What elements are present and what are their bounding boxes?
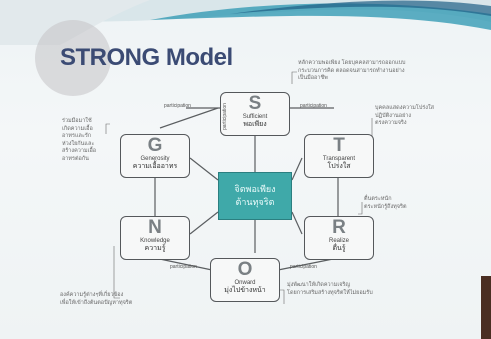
node-english: Realize <box>328 238 349 244</box>
note-line: เป็นมืออาชีพ <box>298 75 328 81</box>
node-n: N Knowledge ความรู้ <box>120 216 190 260</box>
node-s: S Sufficient พอเพียง <box>220 92 290 136</box>
node-thai: มุ่งไปข้างหน้า <box>224 287 266 294</box>
note-line: ปฏิบัติงานอย่าง <box>375 112 412 119</box>
edge-label: participation <box>300 103 327 109</box>
note-line: ตื่นตระหนัก <box>364 196 392 202</box>
slide-title: STRONG Model <box>60 44 233 71</box>
frame-edge <box>481 276 491 339</box>
note-line: กระบวนการคิด ตลอดจนสามารถทำงานอย่าง <box>298 67 405 74</box>
note-line: ตรงความจริง <box>375 120 407 126</box>
node-thai: ความรู้ <box>144 245 166 252</box>
node-english: Knowledge <box>140 238 170 244</box>
node-english: Onward <box>234 280 256 286</box>
note-line: สร้างความเอื้อ <box>62 148 97 154</box>
node-letter: T <box>333 135 345 156</box>
note-line: โดยการเสริมสร้างทุจริตให้ไม่ยอมรับ <box>287 289 373 296</box>
node-thai: ตื่นรู้ <box>332 245 346 252</box>
node-thai: ความเอื้ออาทร <box>132 163 178 170</box>
note-line: ร่วมมือมาใช้ <box>62 118 92 124</box>
note-line: ห่วงใยกันและ <box>62 140 95 147</box>
node-letter: G <box>147 135 163 156</box>
node-english: Sufficient <box>242 114 268 120</box>
node-english: Generosity <box>140 156 170 162</box>
note-line: บุคคลแสดงความโปร่งใส <box>375 105 434 111</box>
node-thai: โปร่งใส <box>327 163 351 170</box>
note-line: มุ่งพัฒนาให้เกิดความเจริญ <box>287 282 351 288</box>
edge-label: participation <box>290 264 317 270</box>
edge-label: participation <box>170 264 197 270</box>
node-letter: N <box>148 217 162 238</box>
center-line-1: จิตพอเพียง <box>234 184 276 194</box>
edge-label: participation <box>164 103 191 109</box>
node-g: G Generosity ความเอื้ออาทร <box>120 134 190 178</box>
note-g: ร่วมมือมาใช้ เกิดความเอื้อ อาทรและรัก ห่… <box>62 118 114 163</box>
note-line: องค์ความรู้ต่างๆที่เกี่ยวข้อง <box>60 292 124 298</box>
node-thai: พอเพียง <box>243 121 267 128</box>
node-o: O Onward มุ่งไปข้างหน้า <box>210 258 280 302</box>
note-t: บุคคลแสดงความโปร่งใส ปฏิบัติงานอย่าง ตรง… <box>375 105 455 128</box>
note-n: องค์ความรู้ต่างๆที่เกี่ยวข้อง เพื่อให้เข… <box>60 292 210 307</box>
node-letter: R <box>332 217 346 238</box>
note-line: ตระหนักรู้ถึงทุจริต <box>364 203 407 210</box>
node-r: R Realize ตื่นรู้ <box>304 216 374 260</box>
note-line: เพื่อให้เข้าถึงต้นตอปัญหาทุจริต <box>60 299 133 306</box>
node-english: Transparent <box>322 156 356 162</box>
note-o: มุ่งพัฒนาให้เกิดความเจริญ โดยการเสริมสร้… <box>287 282 427 297</box>
note-r: ตื่นตระหนัก ตระหนักรู้ถึงทุจริต <box>364 196 444 211</box>
edge-label: participation <box>222 103 228 130</box>
note-line: หลักความพอเพียง โดยบุคคลสามารถออกแบบ <box>298 60 406 66</box>
node-letter: S <box>248 93 262 114</box>
center-node: จิตพอเพียง ต้านทุจริต <box>218 172 292 220</box>
node-letter: O <box>237 259 253 280</box>
node-t: T Transparent โปร่งใส <box>304 134 374 178</box>
note-line: อาทรต่อกัน <box>62 155 89 162</box>
center-line-2: ต้านทุจริต <box>235 197 275 207</box>
note-s: หลักความพอเพียง โดยบุคคลสามารถออกแบบ กระ… <box>298 60 438 83</box>
note-line: เกิดความเอื้อ <box>62 125 93 132</box>
note-line: อาทรและรัก <box>62 133 92 139</box>
